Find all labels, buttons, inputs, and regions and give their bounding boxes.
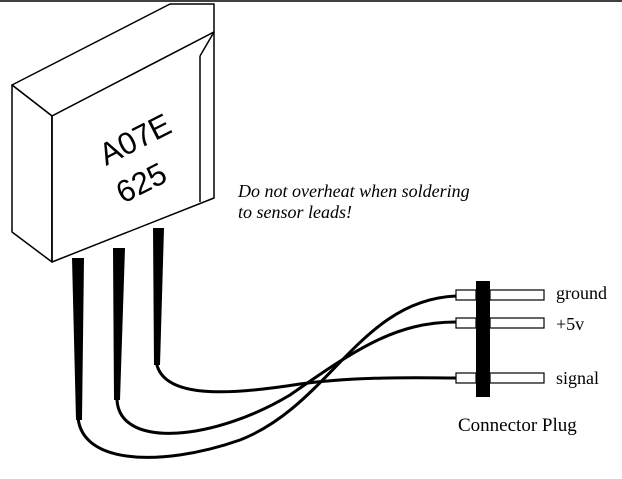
warning-line1: Do not overheat when soldering [237,181,470,201]
lead-middle [113,248,125,400]
pin-ground-inner [455,289,477,301]
sensor-edge-top [199,31,215,57]
connector-caption: Connector Plug [458,415,577,436]
wire-ground [76,294,458,459]
connector-plug [455,281,545,397]
pin-5v-outer [489,317,545,329]
pin-label-5v: +5v [556,314,584,334]
connector-housing [476,281,490,397]
wires [76,294,458,459]
wire-5v [115,320,458,435]
sensor-left-face [11,84,53,263]
pin-signal-outer [489,372,545,384]
lead-right [153,228,164,365]
pin-signal-inner [455,372,477,384]
pin-label-signal: signal [556,368,599,388]
wire-signal [154,358,458,394]
pin-label-ground: ground [556,283,607,303]
pin-ground-outer [489,289,545,301]
pin-5v-inner [455,317,477,329]
warning-line2: to sensor leads! [238,202,352,222]
sensor-leads [72,228,164,420]
lead-left [72,258,84,420]
sensor-body: A07E 625 [11,3,215,263]
